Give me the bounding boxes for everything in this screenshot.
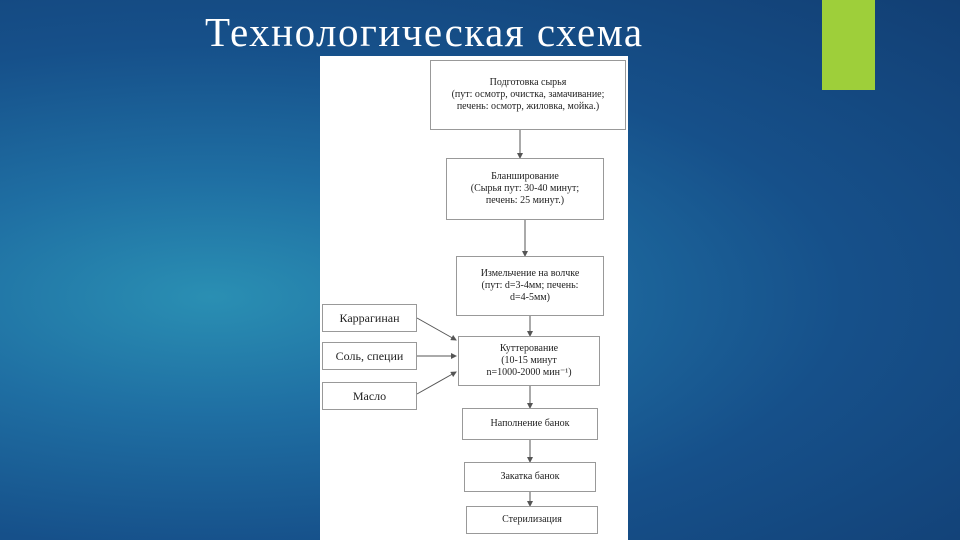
- step-cutting: Куттерование (10-15 минут n=1000-2000 ми…: [458, 336, 600, 386]
- step-raw-preparation: Подготовка сырья (пут: осмотр, очистка, …: [430, 60, 626, 130]
- arrow-additive3-step4: [416, 371, 457, 395]
- slide-title: Технологическая схема: [205, 9, 644, 55]
- step-can-sealing: Закатка банок: [464, 462, 596, 492]
- additive-carrageenan: Каррагинан: [322, 304, 417, 332]
- additive-oil: Масло: [322, 382, 417, 410]
- step-can-filling: Наполнение банок: [462, 408, 598, 440]
- arrow-additive1-step4: [416, 317, 457, 341]
- step-mincing: Измельчение на волчке (пут: d=3-4мм; печ…: [456, 256, 604, 316]
- step-blanching: Бланширование (Сырья пут: 30-40 минут; п…: [446, 158, 604, 220]
- flow-diagram: Подготовка сырья (пут: осмотр, очистка, …: [320, 56, 628, 540]
- additive-salt-spices: Соль, специи: [322, 342, 417, 370]
- flow-arrows: [416, 130, 533, 507]
- step-sterilization: Стерилизация: [466, 506, 598, 534]
- accent-bar: [822, 0, 875, 90]
